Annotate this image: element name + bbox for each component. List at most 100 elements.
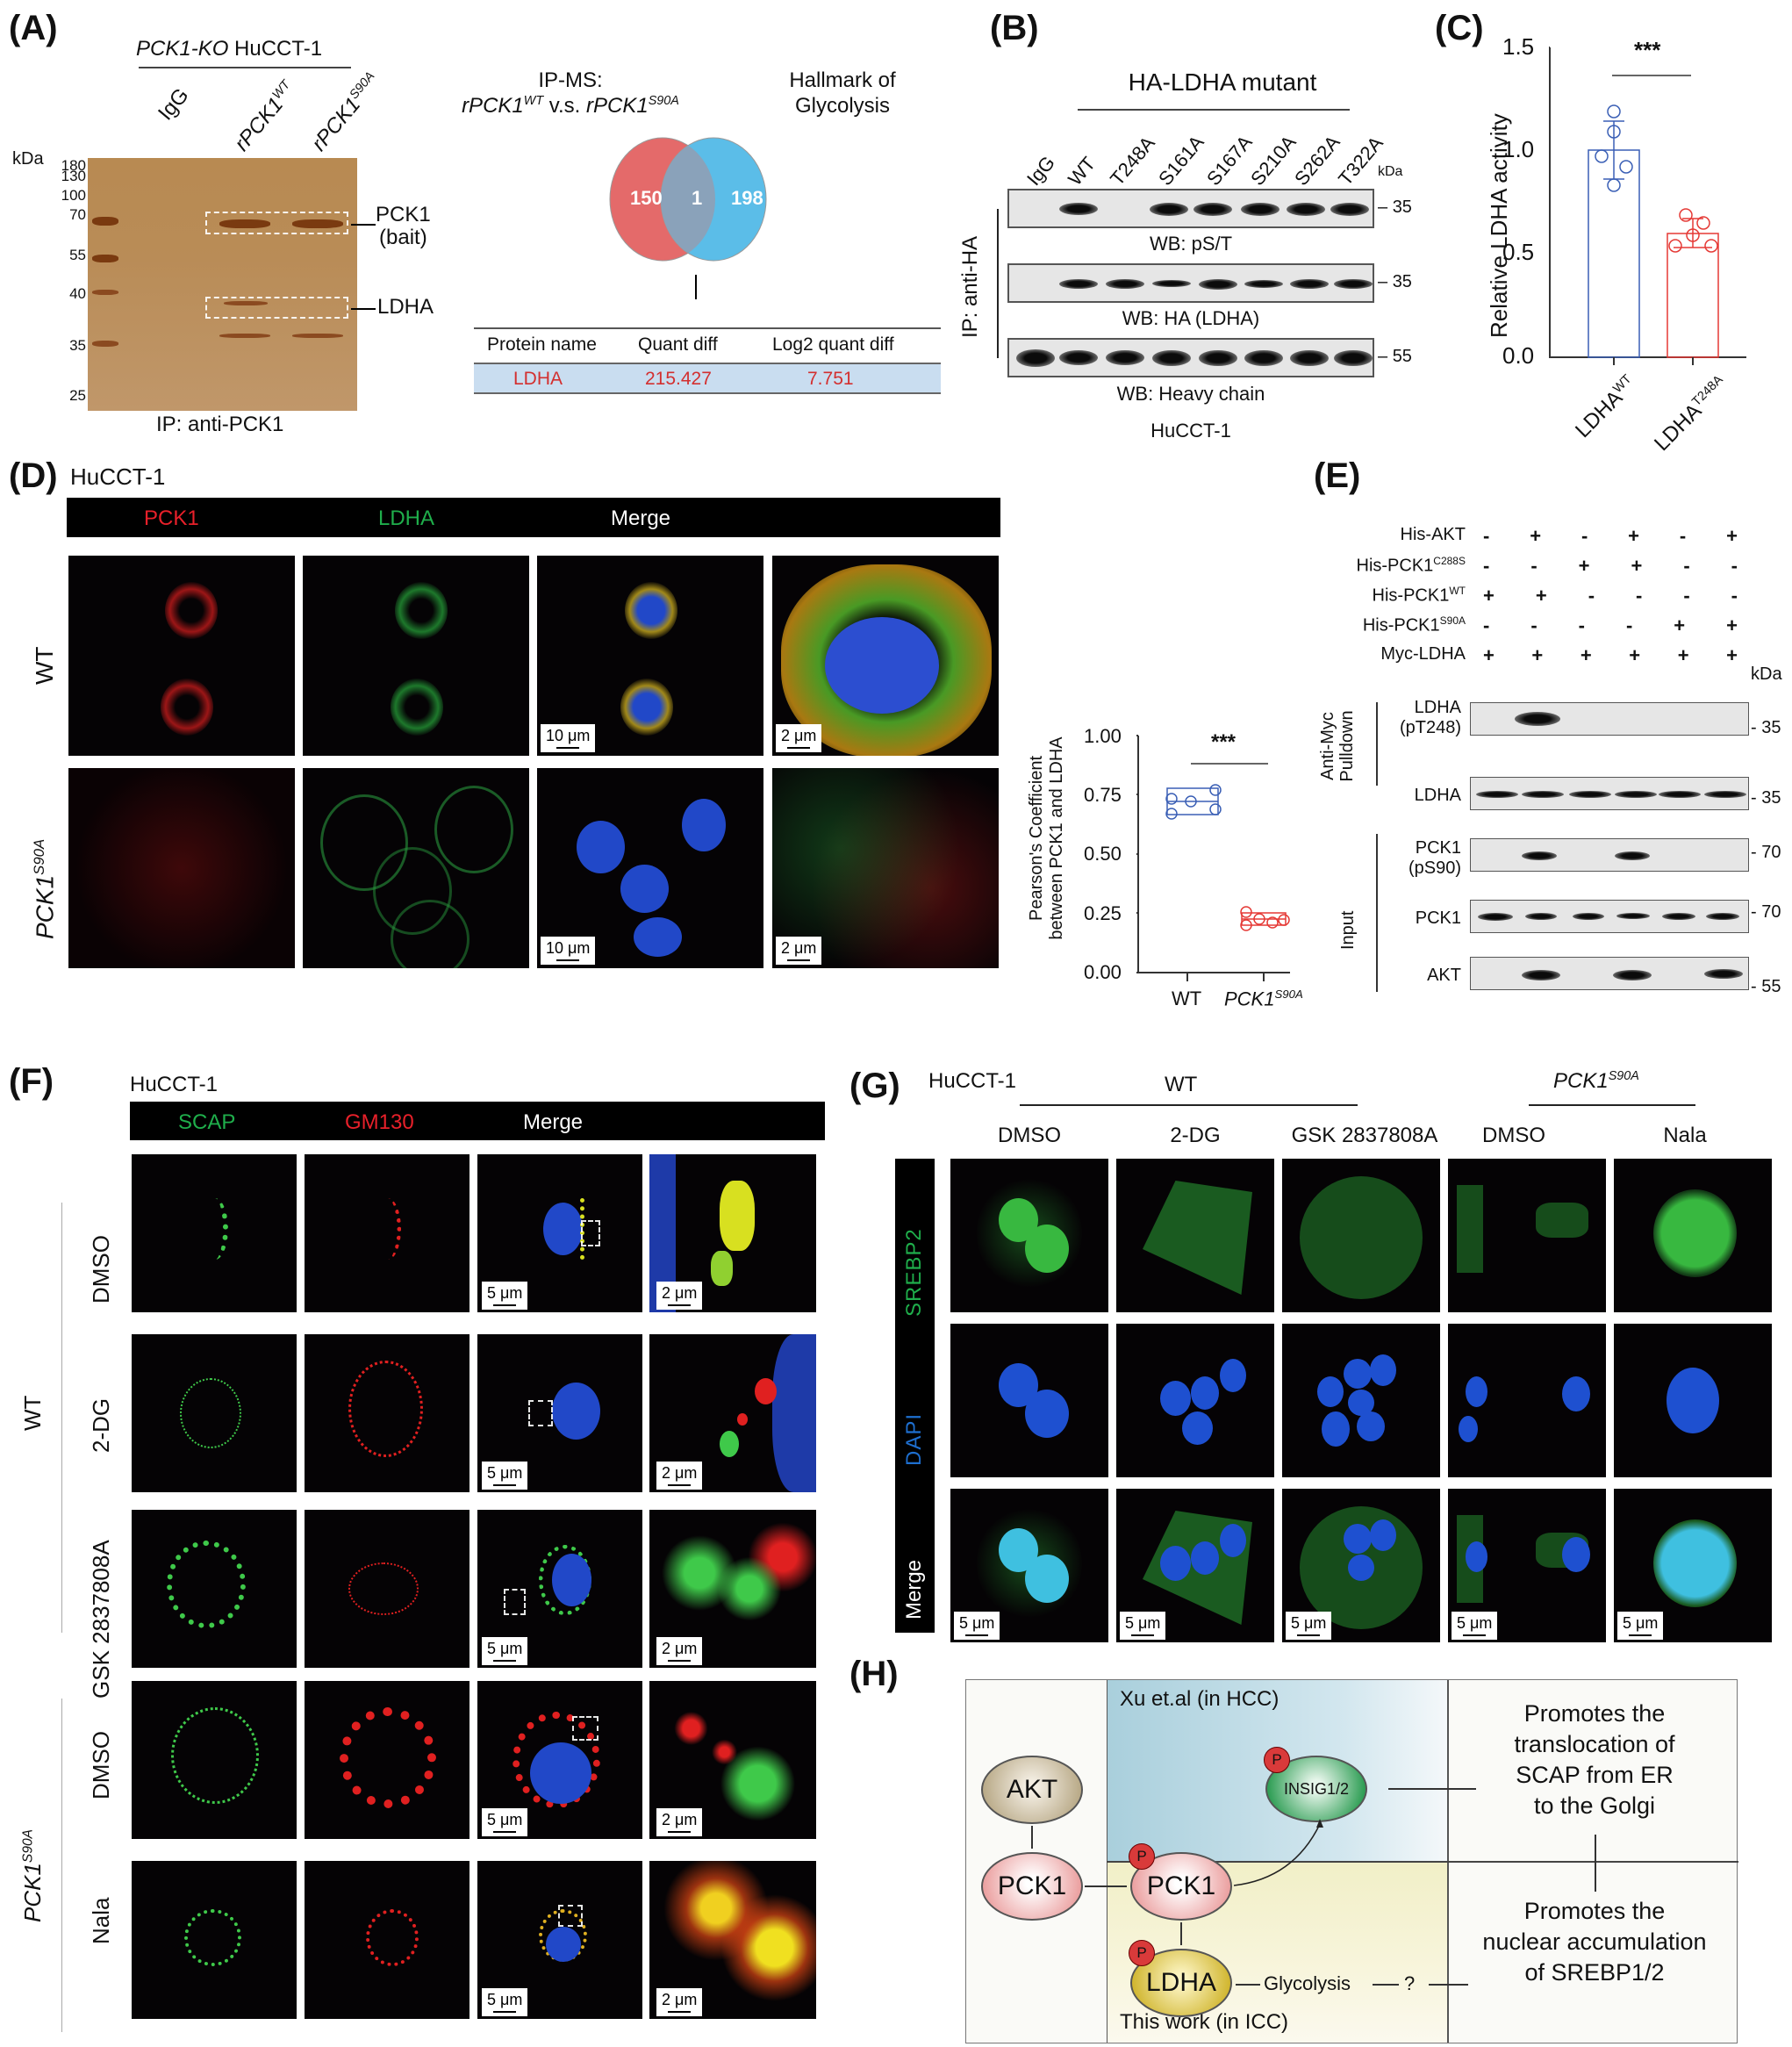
g-image-dapi-dmso	[950, 1324, 1108, 1477]
f-image-merge-gsk: 5 μm	[477, 1510, 642, 1668]
g-image-srebp2-gsk	[1282, 1159, 1440, 1312]
h-arrow-akt-pck1	[1031, 1826, 1033, 1849]
mutant-group-title: HA-LDHA mutant	[1128, 68, 1317, 96]
e-blot-label-pck1-ps90: PCK1(pS90)	[1408, 838, 1461, 878]
f-image-zoom-dmso: 2 μm	[649, 1154, 816, 1312]
d-xlabel-s90a: PCK1S90A	[1224, 988, 1303, 1010]
g-image-srebp2-dmso	[950, 1159, 1108, 1312]
table-header-protein: Protein name	[487, 334, 597, 355]
h-question: ?	[1404, 1972, 1416, 1994]
h-node-ldha: LDHA	[1130, 1949, 1232, 2017]
g-col-gsk: GSK 2837808A	[1291, 1124, 1438, 1147]
panel-label-e: (E)	[1314, 456, 1361, 495]
table-top-rule	[474, 327, 941, 329]
arrow-ldha	[351, 308, 376, 310]
e-marker-70-b: - 70	[1751, 902, 1781, 922]
h-phospho-badge-ldha: P	[1129, 1940, 1155, 1966]
f-image-merge-2dg: 5 μm	[477, 1334, 642, 1492]
e-marker-70-a: - 70	[1751, 843, 1781, 862]
g-image-merge-nala: 5 μm	[1614, 1489, 1772, 1642]
table-row: LDHA 215.427 7.751	[474, 363, 941, 394]
d-row-wt: WT	[31, 646, 58, 685]
f-image-gm130-dmso	[305, 1154, 470, 1312]
h-arrow-ldha-glycolysis	[1236, 1984, 1260, 1986]
venn-diagram	[609, 137, 767, 262]
e-blot-pck1-ps90	[1470, 838, 1749, 872]
gel-caption: IP: anti-PCK1	[156, 413, 284, 436]
mutant-group-underline	[1078, 109, 1350, 111]
table-header-log2: Log2 quant diff	[772, 334, 894, 355]
blot-ps-t	[1007, 189, 1374, 228]
e-input-label: Input	[1338, 910, 1358, 950]
e-blot-label-pck1: PCK1	[1415, 909, 1461, 928]
d-ytick-0-75: 0.75	[1084, 784, 1122, 806]
g-image-srebp2-dmso-s90a	[1448, 1159, 1606, 1312]
f-row-2dg: 2-DG	[88, 1397, 114, 1453]
marker-55: – 55	[1378, 347, 1412, 366]
g-image-srebp2-nala	[1614, 1159, 1772, 1312]
g-s90a-underline	[1529, 1104, 1695, 1106]
ip-bracket	[997, 209, 999, 358]
c-ytick-1-0: 1.0	[1502, 136, 1535, 162]
h-glycolysis: Glycolysis	[1264, 1972, 1351, 1994]
f-image-scap-nala	[132, 1861, 297, 2019]
panel-label-g: (G)	[849, 1067, 900, 1105]
e-blot-label-ldha: LDHA	[1414, 786, 1461, 805]
f-channel-header: SCAP GM130 Merge	[130, 1102, 825, 1140]
g-image-srebp2-2dg	[1116, 1159, 1274, 1312]
d-xlabel-wt: WT	[1172, 988, 1202, 1009]
cell-line-label: HuCCT-1	[1150, 420, 1231, 442]
g-row-merge: Merge	[902, 1559, 926, 1620]
h-arrow-pck1-pck1	[1085, 1885, 1127, 1887]
h-label-icc: This work (in ICC)	[1120, 2010, 1289, 2034]
panel-a-title: PCK1-KO HuCCT-1	[136, 37, 323, 61]
g-row-srebp2: SREBP2	[902, 1228, 926, 1317]
pck1-bait-annotation: PCK1(bait)	[376, 203, 431, 250]
venn-left-count: 150	[630, 187, 663, 209]
f-row-gsk: GSK 2837808A	[88, 1540, 114, 1699]
f-row-dmso-s90a: DMSO	[88, 1731, 114, 1799]
panel-label-b: (B)	[990, 9, 1039, 47]
h-outcome-top: Promotes the translocation of SCAP from …	[1514, 1700, 1675, 1820]
d-cell-line: HuCCT-1	[70, 463, 166, 490]
blot-heavy-chain	[1007, 338, 1374, 377]
f-group-s90a: PCK1S90A	[19, 1828, 46, 1922]
f-s90a-bracket	[61, 1699, 62, 2032]
hallmark-title: Hallmark of Glycolysis	[789, 68, 896, 118]
f-channel-merge: Merge	[523, 1110, 584, 1134]
e-blot-ldha-pt248	[1470, 702, 1749, 736]
e-blot-akt	[1470, 957, 1749, 990]
e-blot-pck1	[1470, 900, 1749, 933]
f-image-scap-2dg	[132, 1334, 297, 1492]
e-pulldown-bracket	[1376, 702, 1378, 786]
f-image-scap-gsk	[132, 1510, 297, 1668]
c-ytick-1-5: 1.5	[1502, 33, 1535, 60]
h-arrow-pck1-ldha	[1180, 1922, 1182, 1945]
cell-log2: 7.751	[807, 369, 854, 389]
d-channel-ldha: LDHA	[378, 506, 435, 530]
h-label-hcc: Xu et.al (in HCC)	[1120, 1687, 1279, 1711]
marker-35-a: – 35	[1378, 198, 1412, 217]
g-col-2dg: 2-DG	[1170, 1124, 1221, 1147]
panel-label-f: (F)	[9, 1062, 54, 1101]
e-input-bracket	[1376, 834, 1378, 992]
g-image-dapi-gsk	[1282, 1324, 1440, 1477]
g-col-dmso-s90a: DMSO	[1482, 1124, 1545, 1147]
table-header-quant: Quant diff	[638, 334, 718, 355]
silver-stain-gel	[88, 158, 357, 411]
e-blot-ldha	[1470, 777, 1749, 810]
f-image-scap-dmso-s90a	[132, 1681, 297, 1839]
scale-bar-2um: 2 μm	[776, 937, 822, 965]
f-image-gm130-dmso-s90a	[305, 1681, 470, 1839]
f-channel-scap: SCAP	[178, 1110, 236, 1134]
d-significance: ***	[1211, 730, 1236, 754]
g-image-merge-2dg: 5 μm	[1116, 1489, 1274, 1642]
lane-label-rpck1-s90a: rPCK1S90A	[307, 68, 378, 156]
panel-label-d: (D)	[9, 456, 58, 495]
d-channel-merge: Merge	[611, 506, 671, 530]
h-arrow-outcome	[1595, 1835, 1596, 1892]
g-col-dmso-wt: DMSO	[998, 1124, 1061, 1147]
ipms-title: IP-MS: rPCK1WT v.s. rPCK1S90A	[462, 68, 679, 118]
c-significance: ***	[1634, 37, 1661, 63]
cell-quant: 215.427	[645, 369, 712, 389]
